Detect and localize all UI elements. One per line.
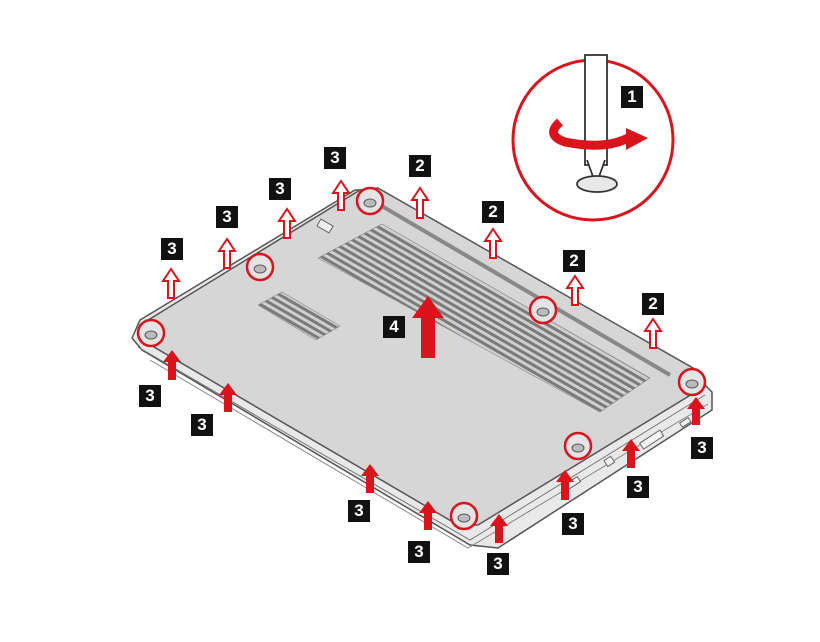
step-label-3: 3 bbox=[487, 553, 509, 575]
step-label-3: 3 bbox=[348, 500, 370, 522]
step-label-2: 2 bbox=[409, 155, 431, 177]
step-label-2: 2 bbox=[642, 293, 664, 315]
step-label-3: 3 bbox=[191, 414, 213, 436]
vent-grille-large bbox=[317, 223, 651, 413]
step-label-3: 3 bbox=[269, 178, 291, 200]
step-label-3: 3 bbox=[408, 541, 430, 563]
rotation-arrow-icon bbox=[549, 118, 631, 150]
lift-arrow-icon bbox=[412, 296, 444, 358]
cover-rail bbox=[378, 203, 672, 377]
step-label-1: 1 bbox=[621, 86, 643, 108]
step-label-3: 3 bbox=[216, 206, 238, 228]
step-label-3: 3 bbox=[161, 238, 183, 260]
side-ports bbox=[564, 416, 692, 491]
callout-screwdriver bbox=[511, 54, 675, 222]
step-label-3: 3 bbox=[139, 385, 161, 407]
pry-arrows-outline bbox=[161, 179, 663, 349]
step-label-3: 3 bbox=[324, 147, 346, 169]
step-label-3: 3 bbox=[691, 437, 713, 459]
step-label-3: 3 bbox=[627, 476, 649, 498]
step-label-3: 3 bbox=[562, 513, 584, 535]
screw-heads bbox=[144, 198, 699, 523]
cover-tab bbox=[316, 218, 334, 234]
step-label-2: 2 bbox=[563, 250, 585, 272]
step-label-2: 2 bbox=[482, 201, 504, 223]
vent-grille-small bbox=[257, 291, 341, 341]
callout-screw-icon bbox=[576, 175, 618, 193]
step-label-4: 4 bbox=[383, 316, 405, 338]
pry-arrows-solid bbox=[163, 350, 705, 543]
shell-edge-line bbox=[137, 346, 706, 541]
